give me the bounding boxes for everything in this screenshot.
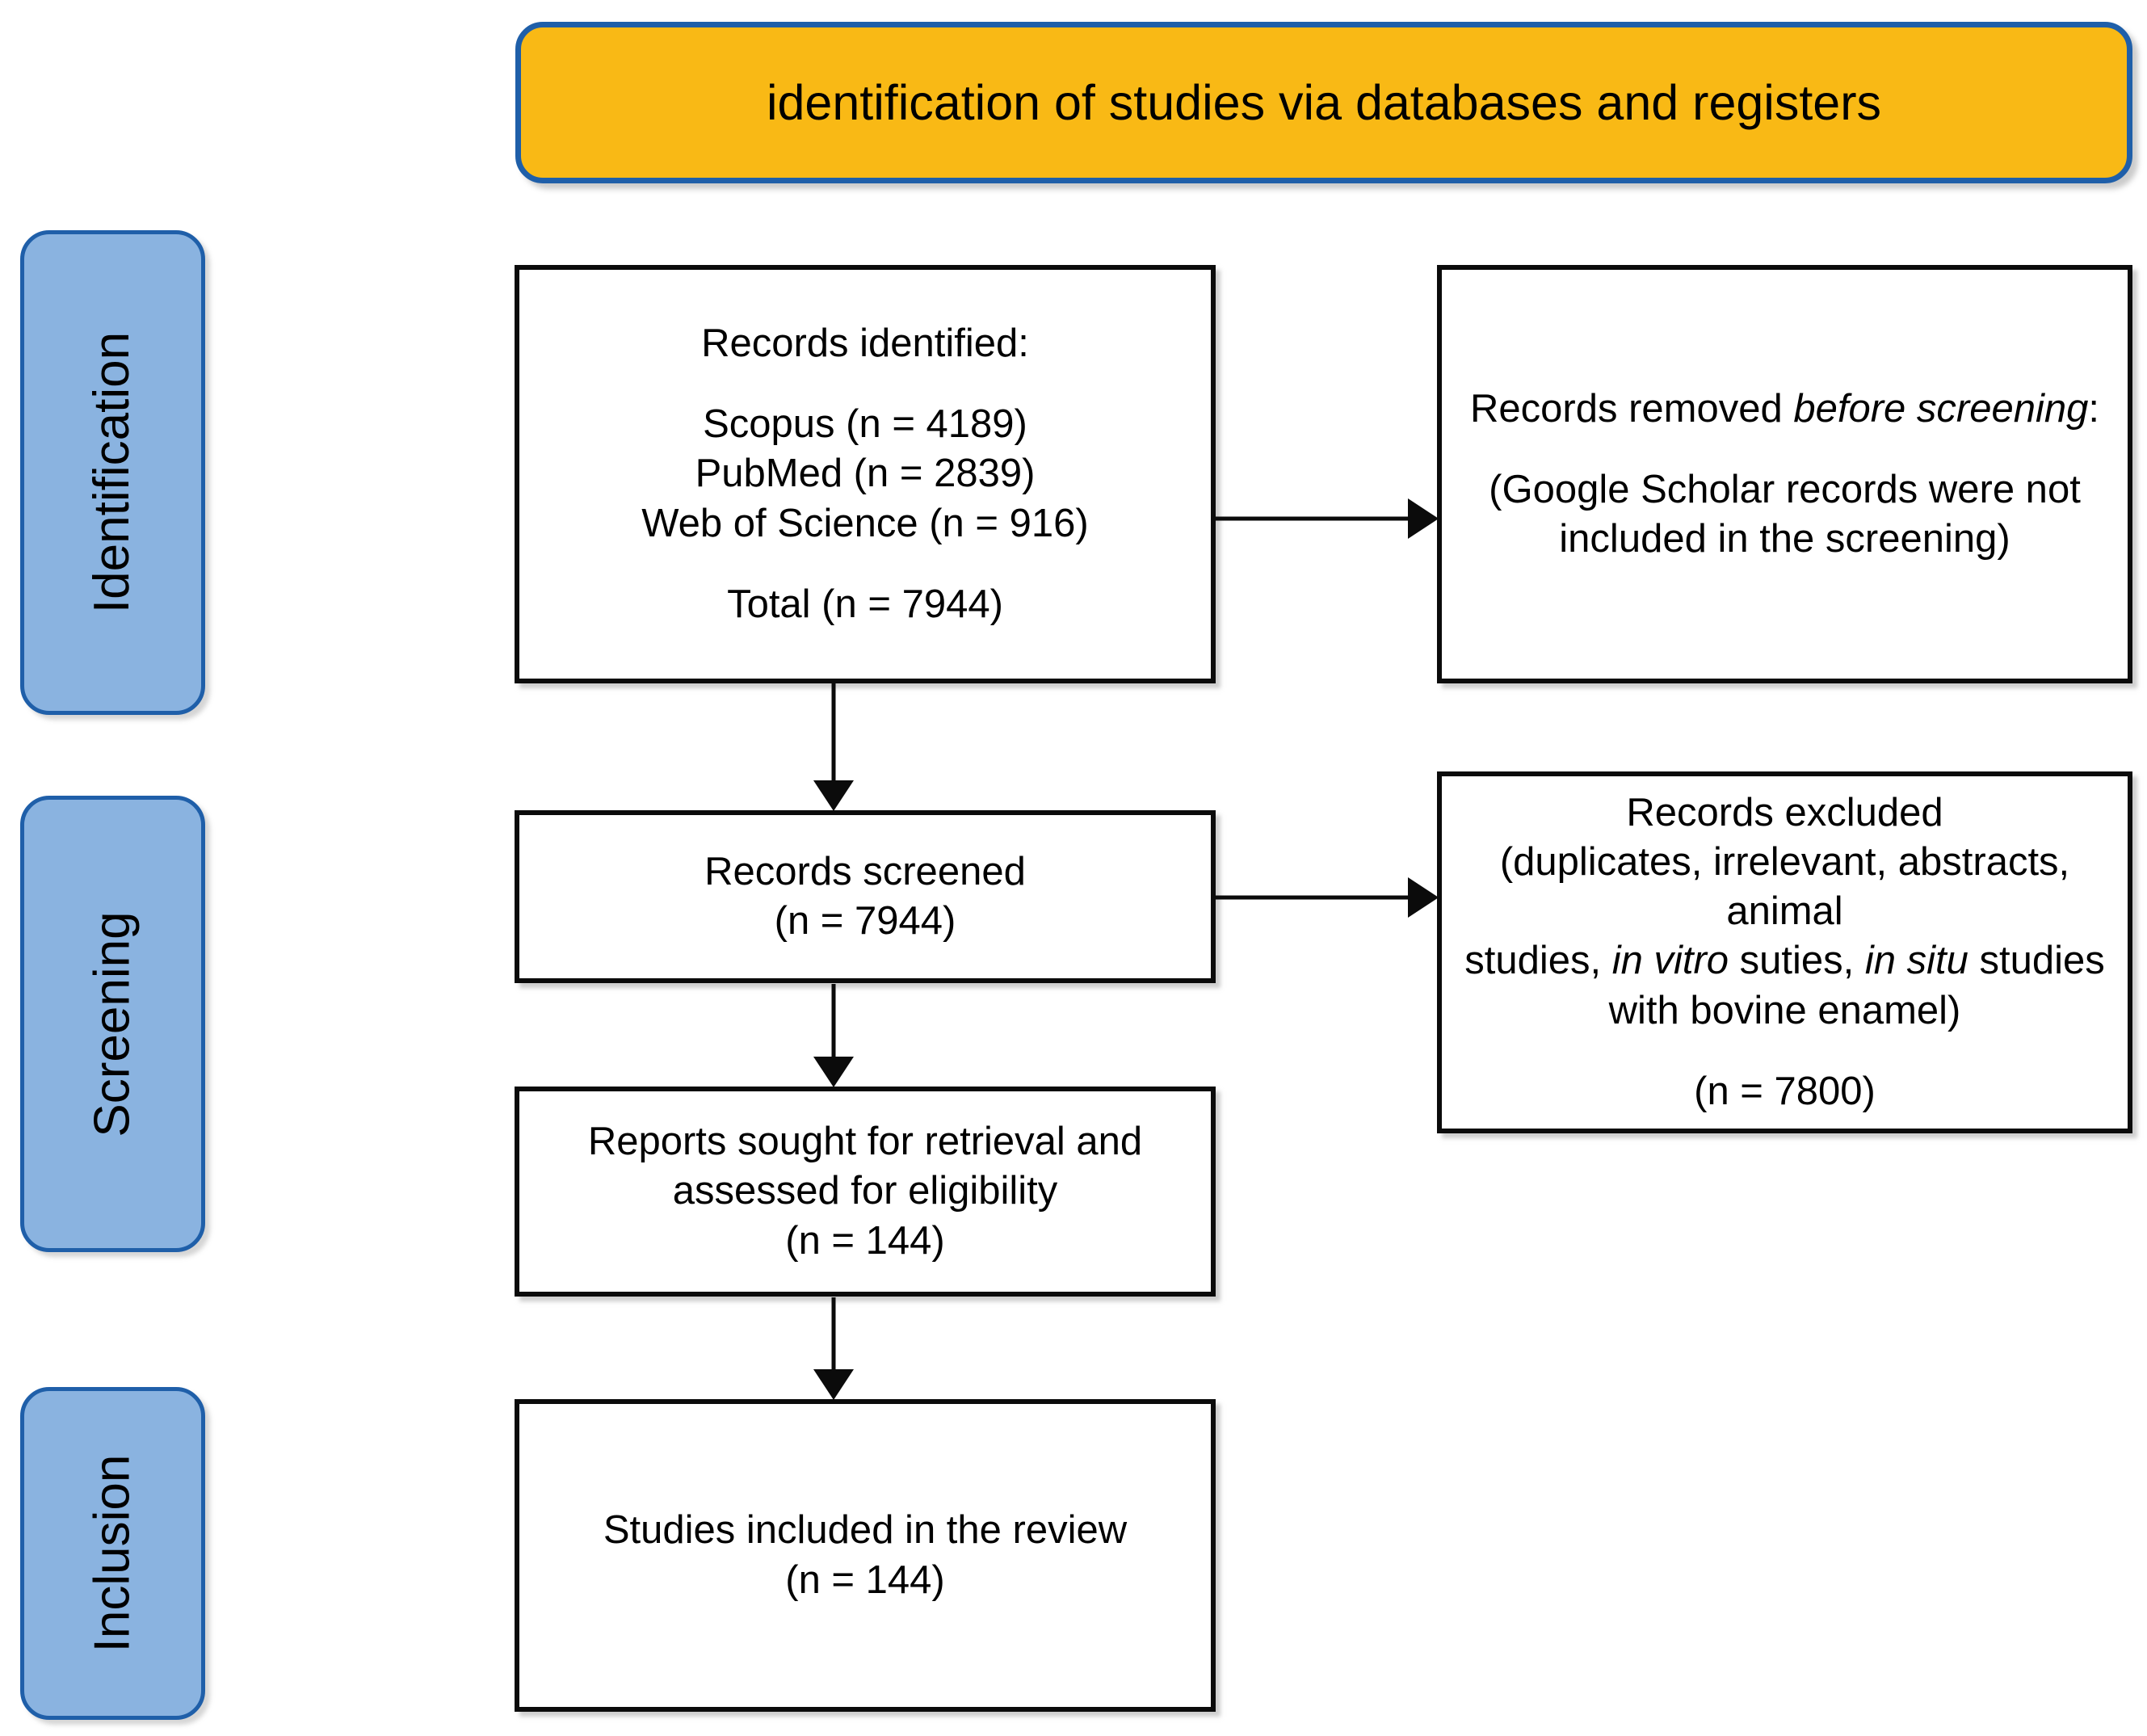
box-records-identified: Records identified: Scopus (n = 4189) Pu… xyxy=(515,265,1216,683)
records-screened-label: Records screened xyxy=(704,849,1026,893)
records-identified-total: Total (n = 7944) xyxy=(727,582,1003,627)
arrow-head xyxy=(813,780,854,811)
studies-included-label: Studies included in the review xyxy=(603,1508,1128,1553)
records-excluded-reasons-line3: with bovine enamel) xyxy=(1608,988,1961,1032)
records-excluded-reasons-a: studies, xyxy=(1464,939,1612,983)
records-removed-note-line2: included in the screening) xyxy=(1559,517,2010,561)
box-studies-included: Studies included in the review (n = 144) xyxy=(515,1399,1216,1712)
stage-pill-inclusion: Inclusion xyxy=(20,1387,205,1720)
reports-sought-line2: assessed for eligibility xyxy=(672,1169,1058,1213)
records-removed-heading-italic: before screening xyxy=(1793,386,2089,431)
studies-included-count: (n = 144) xyxy=(785,1557,945,1602)
records-excluded-italic-in-situ: in situ xyxy=(1864,939,1968,983)
spacer xyxy=(534,549,1196,580)
reports-sought-line1: Reports sought for retrieval and xyxy=(587,1120,1143,1164)
records-removed-note-line1: (Google Scholar records were not xyxy=(1489,467,2081,511)
box-reports-sought: Reports sought for retrieval and assesse… xyxy=(515,1087,1216,1297)
records-identified-heading: Records identified: xyxy=(701,321,1029,365)
arrow-screened-to-excluded-icon xyxy=(1215,877,1439,918)
arrow-shaft xyxy=(831,683,836,780)
arrow-identified-to-screened-icon xyxy=(813,683,854,811)
arrow-head xyxy=(813,1057,854,1087)
arrow-shaft xyxy=(1215,516,1409,521)
box-records-screened-content: Records screened (n = 7944) xyxy=(519,847,1211,947)
records-removed-heading-plain: Records removed xyxy=(1470,386,1794,431)
box-records-screened: Records screened (n = 7944) xyxy=(515,810,1216,983)
records-excluded-reasons-line2: studies, in vitro suties, in situ studie… xyxy=(1456,936,2113,986)
diagram-title-text: identification of studies via databases … xyxy=(766,75,1882,130)
box-records-removed-content: Records removed before screening: (Googl… xyxy=(1442,385,2128,565)
stage-label-identification: Identification xyxy=(84,331,141,614)
stage-label-screening: Screening xyxy=(84,910,141,1137)
records-identified-source-wos: Web of Science (n = 916) xyxy=(641,501,1089,545)
records-excluded-count: (n = 7800) xyxy=(1694,1070,1876,1114)
arrow-shaft xyxy=(831,1297,836,1369)
spacer xyxy=(1456,1036,2113,1067)
arrow-shaft xyxy=(831,984,836,1057)
box-records-excluded-content: Records excluded (duplicates, irrelevant… xyxy=(1442,788,2128,1117)
spacer xyxy=(1456,434,2113,465)
box-records-identified-content: Records identified: Scopus (n = 4189) Pu… xyxy=(519,319,1211,630)
arrow-head xyxy=(1408,877,1439,918)
stage-pill-screening: Screening xyxy=(20,796,205,1252)
records-screened-count: (n = 7944) xyxy=(774,899,956,943)
spacer xyxy=(534,368,1196,400)
arrow-screened-to-reports-icon xyxy=(813,984,854,1087)
records-identified-source-pubmed: PubMed (n = 2839) xyxy=(695,452,1036,496)
arrow-identified-to-removed-icon xyxy=(1215,498,1439,539)
records-excluded-reasons-line1: (duplicates, irrelevant, abstracts, anim… xyxy=(1499,839,2070,934)
box-records-removed: Records removed before screening: (Googl… xyxy=(1437,265,2132,683)
stage-pill-identification: Identification xyxy=(20,230,205,715)
records-excluded-reasons-b: suties, xyxy=(1729,939,1865,983)
reports-sought-count: (n = 144) xyxy=(785,1218,945,1263)
box-records-excluded: Records excluded (duplicates, irrelevant… xyxy=(1437,771,2132,1133)
records-excluded-heading: Records excluded xyxy=(1626,790,1943,834)
records-excluded-italic-in-vitro: in vitro xyxy=(1611,939,1729,983)
records-identified-source-scopus: Scopus (n = 4189) xyxy=(703,402,1027,447)
records-removed-heading-tail: : xyxy=(2088,386,2099,431)
diagram-title-banner: identification of studies via databases … xyxy=(515,22,2132,183)
arrow-head xyxy=(1408,498,1439,539)
arrow-shaft xyxy=(1215,895,1409,900)
records-excluded-reasons-c: studies xyxy=(1968,939,2105,983)
arrow-head xyxy=(813,1369,854,1400)
arrow-reports-to-included-icon xyxy=(813,1297,854,1400)
box-reports-sought-content: Reports sought for retrieval and assesse… xyxy=(519,1117,1211,1266)
box-studies-included-content: Studies included in the review (n = 144) xyxy=(519,1506,1211,1605)
stage-label-inclusion: Inclusion xyxy=(84,1454,141,1653)
records-removed-heading: Records removed before screening: xyxy=(1456,385,2113,434)
